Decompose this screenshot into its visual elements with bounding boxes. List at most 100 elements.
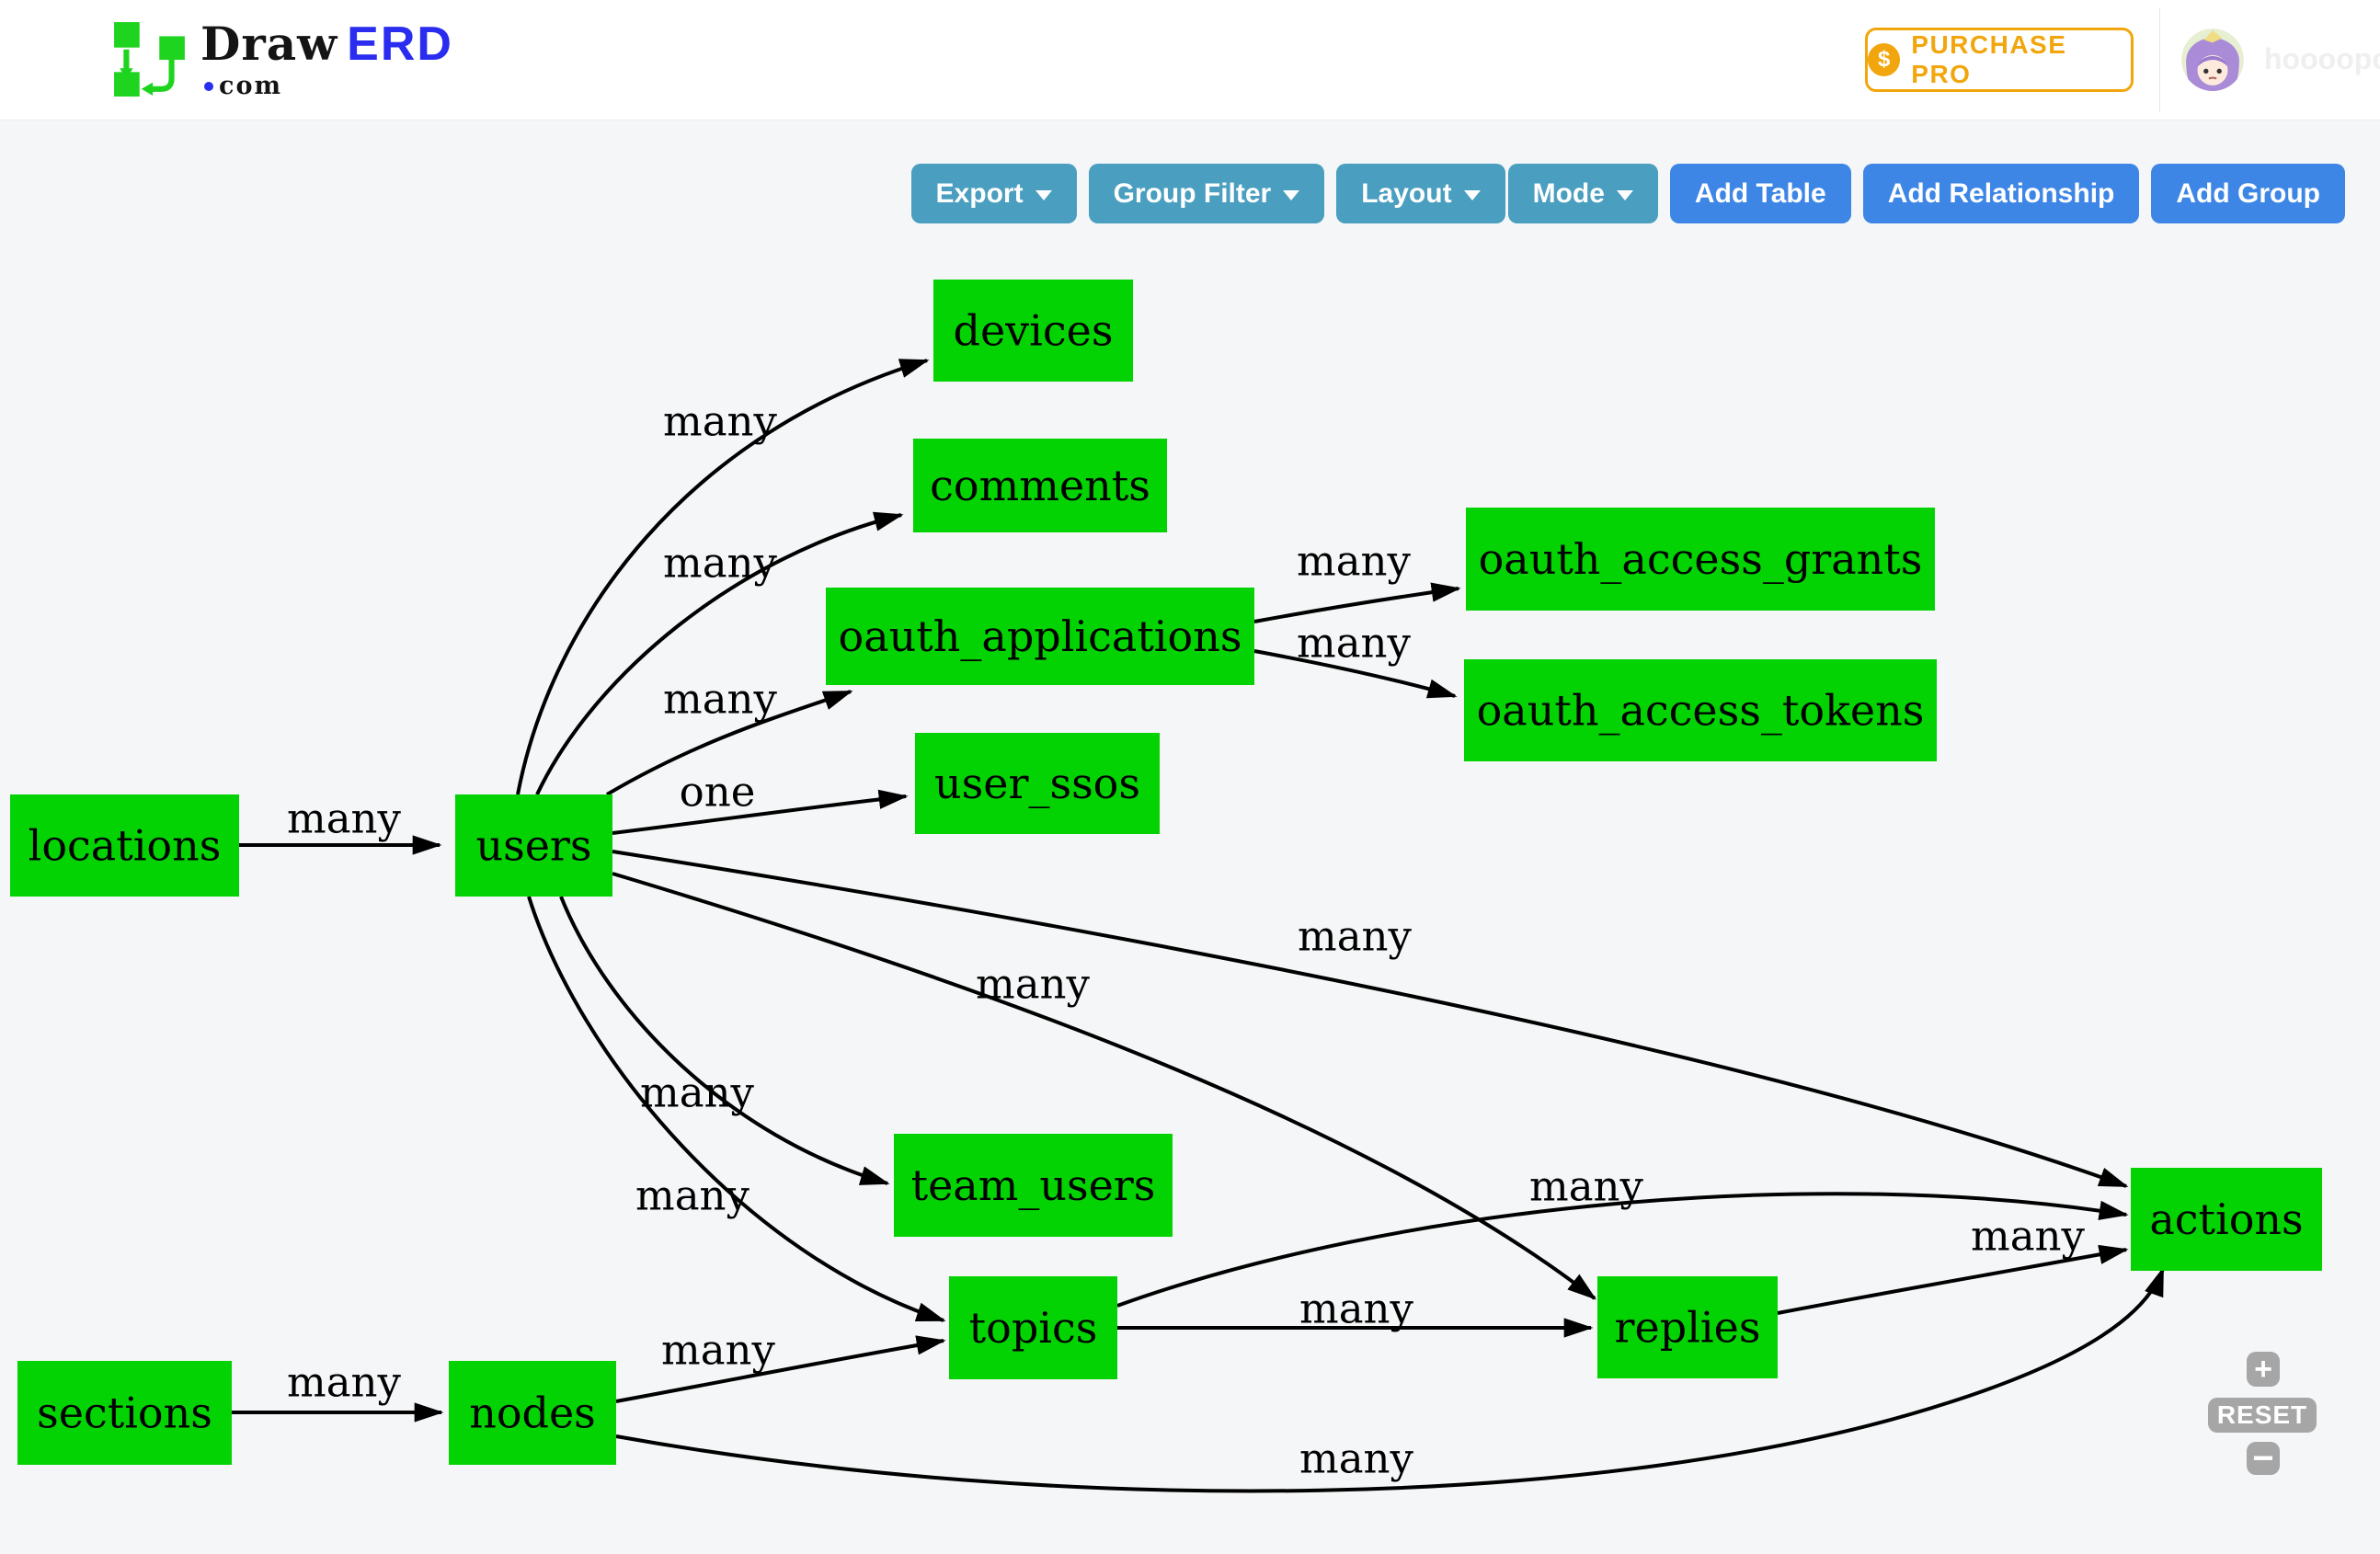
table-node-rect-team_users[interactable] — [894, 1134, 1173, 1237]
node-layer: devices comments oauth_applications oauth_a… — [10, 280, 2322, 1465]
table-node-label-oauth_access_tokens: oauth_access_tokens — [1477, 686, 1925, 736]
edge-label-users-topics: many — [635, 1171, 749, 1220]
relationship-edge-oauth_applications-oauth_access_grants[interactable] — [1253, 582, 1461, 623]
table-node-user_ssos[interactable]: user_ssos — [915, 733, 1160, 834]
table-node-label-nodes: nodes — [469, 1388, 596, 1438]
relationship-edge-topics-actions[interactable] — [1116, 1192, 2129, 1308]
avatar-image — [2181, 29, 2244, 91]
user-avatar[interactable] — [2181, 29, 2244, 91]
table-node-label-comments: comments — [930, 461, 1150, 510]
table-node-rect-devices[interactable] — [933, 280, 1133, 382]
logo-tld: com — [219, 72, 283, 100]
chevron-down-icon — [1616, 190, 1633, 200]
table-node-label-team_users: team_users — [911, 1160, 1156, 1210]
table-node-label-users: users — [475, 821, 591, 871]
relationship-edge-users-topics[interactable] — [527, 896, 946, 1322]
table-node-label-actions: actions — [2149, 1194, 2303, 1244]
edge-label-topics-replies: many — [1299, 1285, 1413, 1333]
table-node-team_users[interactable]: team_users — [894, 1134, 1173, 1237]
table-node-rect-sections[interactable] — [17, 1361, 232, 1465]
layout-button[interactable]: Layout — [1336, 164, 1505, 223]
table-node-rect-oauth_access_grants[interactable] — [1466, 508, 1935, 611]
table-node-label-devices: devices — [954, 306, 1114, 356]
add-group-button[interactable]: Add Group — [2151, 164, 2345, 223]
table-node-label-sections: sections — [37, 1388, 212, 1438]
edge-label-nodes-actions: many — [1299, 1434, 1413, 1483]
table-node-oauth_access_grants[interactable]: oauth_access_grants — [1466, 508, 1935, 611]
group-filter-label: Group Filter — [1113, 177, 1272, 209]
relationship-edge-nodes-topics[interactable] — [615, 1335, 946, 1403]
table-node-rect-oauth_applications[interactable] — [826, 588, 1254, 685]
export-label: Export — [935, 177, 1024, 209]
relationship-edge-users-replies[interactable] — [612, 872, 1597, 1300]
edge-label-users-replies: many — [976, 960, 1090, 1009]
zoom-reset-button[interactable]: RESET — [2208, 1398, 2317, 1433]
relationship-edge-nodes-actions[interactable] — [615, 1266, 2165, 1493]
relationship-edge-users-devices[interactable] — [516, 359, 930, 795]
table-node-rect-comments[interactable] — [913, 439, 1167, 532]
edge-label-users-devices: many — [663, 397, 777, 446]
table-node-devices[interactable]: devices — [933, 280, 1133, 382]
relationship-edge-users-user_ssos[interactable] — [612, 789, 909, 835]
table-node-nodes[interactable]: nodes — [449, 1361, 616, 1465]
edge-label-users-team_users: many — [640, 1068, 754, 1117]
table-node-oauth_applications[interactable]: oauth_applications — [826, 588, 1254, 685]
add-table-button[interactable]: Add Table — [1669, 164, 1851, 223]
table-node-label-oauth_applications: oauth_applications — [839, 611, 1242, 661]
logo-text: Draw ERD com — [200, 20, 453, 98]
edge-label-locations-users: many — [287, 794, 401, 843]
table-node-label-topics: topics — [969, 1303, 1098, 1353]
table-node-replies[interactable]: replies — [1597, 1276, 1778, 1378]
add-relationship-button[interactable]: Add Relationship — [1862, 164, 2140, 223]
table-node-rect-topics[interactable] — [949, 1276, 1117, 1379]
zoom-in-button[interactable]: + — [2247, 1352, 2280, 1387]
table-node-rect-actions[interactable] — [2131, 1168, 2322, 1271]
header: Draw ERD com $ PURCHASE PRO hoooopo — [0, 0, 2380, 120]
table-node-label-locations: locations — [29, 821, 222, 871]
edge-label-replies-actions: many — [1971, 1212, 2085, 1261]
table-node-sections[interactable]: sections — [17, 1361, 232, 1465]
relationship-edge-users-team_users[interactable] — [559, 896, 890, 1185]
toolbar: Export Group Filter Layout Mode Add Table Add… — [910, 164, 2345, 223]
layout-label: Layout — [1361, 177, 1452, 209]
relationship-edge-replies-actions[interactable] — [1777, 1244, 2129, 1315]
zoom-out-button[interactable]: − — [2247, 1440, 2280, 1477]
table-node-actions[interactable]: actions — [2131, 1168, 2322, 1271]
table-node-label-replies: replies — [1615, 1303, 1761, 1353]
mode-label: Mode — [1532, 177, 1605, 209]
relationship-edge-users-comments[interactable] — [535, 511, 904, 795]
header-divider — [2159, 7, 2160, 112]
table-node-label-oauth_access_grants: oauth_access_grants — [1479, 534, 1923, 584]
table-node-locations[interactable]: locations — [10, 794, 239, 897]
layout-mode-button-group: Layout Mode — [1336, 164, 1658, 223]
table-node-rect-replies[interactable] — [1597, 1276, 1778, 1378]
add-table-label: Add Table — [1694, 177, 1826, 209]
table-node-rect-nodes[interactable] — [449, 1361, 616, 1465]
table-node-topics[interactable]: topics — [949, 1276, 1117, 1379]
table-node-label-user_ssos: user_ssos — [934, 759, 1140, 808]
edge-label-nodes-topics: many — [661, 1326, 775, 1375]
table-node-rect-users[interactable] — [455, 794, 612, 897]
relationship-edge-users-actions[interactable] — [612, 850, 2129, 1188]
mode-button[interactable]: Mode — [1507, 164, 1658, 223]
logo-word-draw: Draw — [200, 17, 338, 71]
relationship-edge-users-oauth_applications[interactable] — [605, 690, 853, 796]
table-node-rect-user_ssos[interactable] — [915, 733, 1160, 834]
edge-label-oauth_applications-oauth_access_tokens: many — [1297, 619, 1411, 668]
edge-label-users-user_ssos: one — [680, 768, 756, 817]
table-node-users[interactable]: users — [455, 794, 612, 897]
relationship-edge-oauth_applications-oauth_access_tokens[interactable] — [1253, 649, 1458, 699]
table-node-comments[interactable]: comments — [913, 439, 1167, 532]
table-node-rect-oauth_access_tokens[interactable] — [1464, 659, 1937, 761]
table-node-rect-locations[interactable] — [10, 794, 239, 897]
chevron-down-icon — [1035, 190, 1052, 200]
add-relationship-label: Add Relationship — [1887, 177, 2115, 209]
logo[interactable]: Draw ERD com — [112, 20, 453, 98]
edge-label-users-actions: many — [1298, 912, 1412, 961]
export-button[interactable]: Export — [910, 164, 1077, 223]
group-filter-button[interactable]: Group Filter — [1088, 164, 1325, 223]
purchase-pro-button[interactable]: $ PURCHASE PRO — [1865, 28, 2134, 92]
table-node-oauth_access_tokens[interactable]: oauth_access_tokens — [1464, 659, 1937, 761]
chevron-down-icon — [1463, 190, 1481, 200]
